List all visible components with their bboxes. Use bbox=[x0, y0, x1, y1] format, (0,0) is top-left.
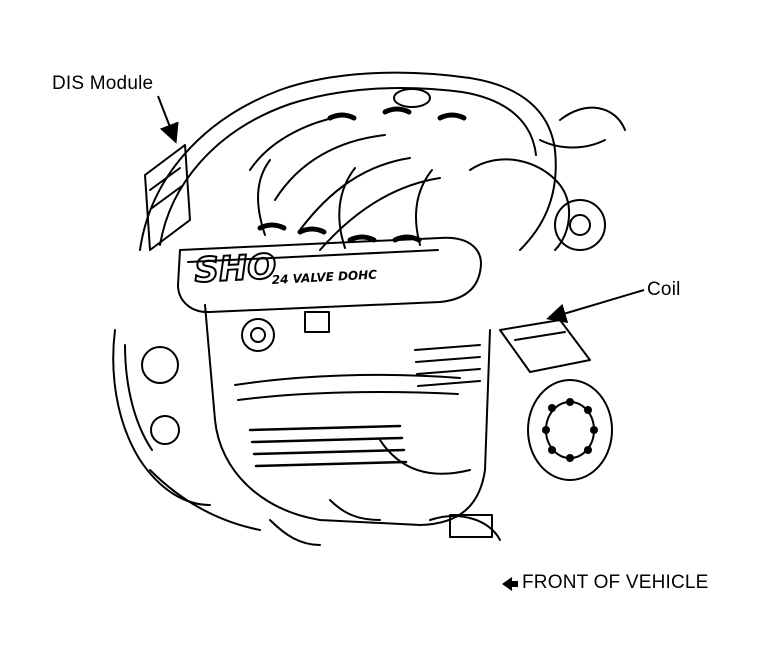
engine-illustration bbox=[112, 71, 626, 546]
coil-label: Coil bbox=[647, 279, 681, 300]
front-direction-indicator bbox=[500, 574, 520, 594]
dis-leader-line bbox=[157, 95, 179, 144]
coil-leader-line bbox=[546, 289, 645, 324]
front-of-vehicle-label: FRONT OF VEHICLE bbox=[522, 572, 709, 593]
arrow-right-icon bbox=[502, 577, 518, 591]
dis-module-label: DIS Module bbox=[52, 73, 154, 94]
